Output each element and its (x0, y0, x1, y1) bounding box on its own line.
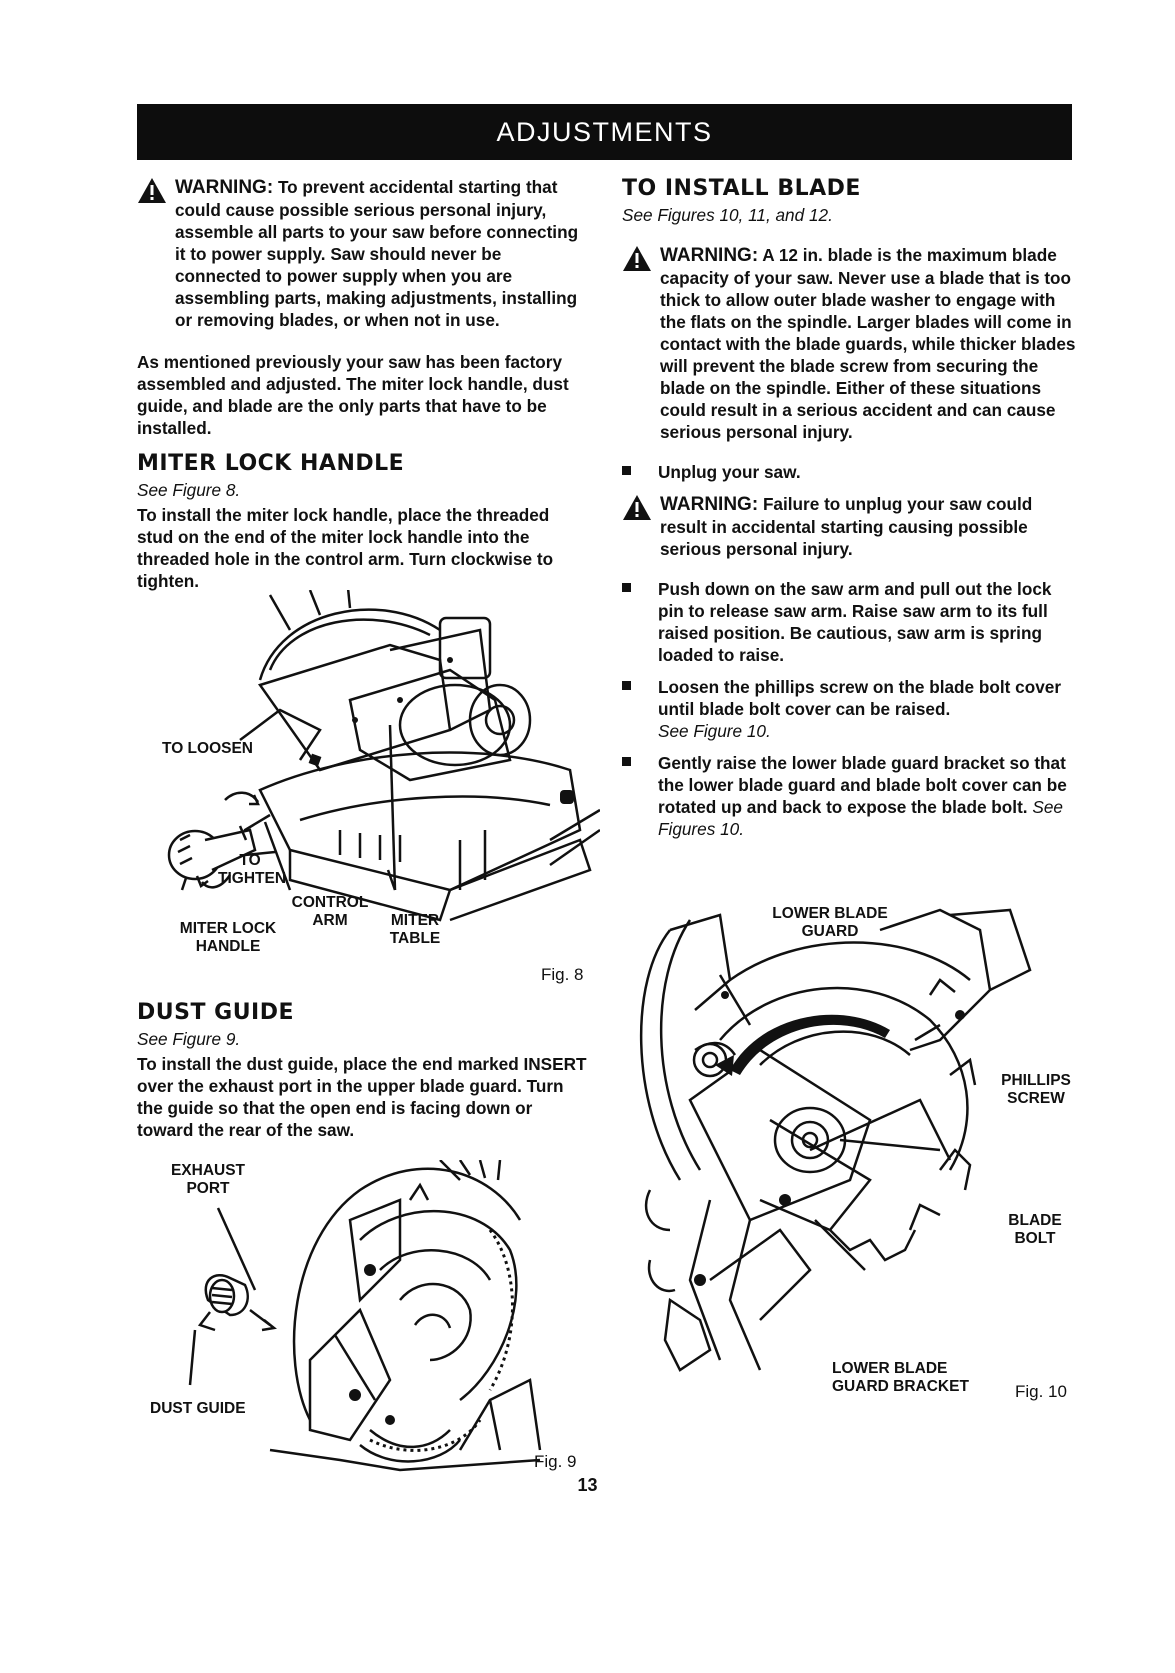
fig10-lower-blade-guard-label: LOWER BLADE GUARD (772, 905, 888, 940)
warning-label: WARNING: (175, 177, 274, 198)
fig8-to-loosen-label: TO LOOSEN (162, 740, 254, 757)
unplug-list: Unplug your saw. (622, 461, 1077, 483)
figure-9 (160, 1159, 580, 1480)
fig10-number: Fig. 10 (1015, 1382, 1067, 1401)
warning-block: WARNING: To prevent accidental starting … (137, 176, 589, 331)
fig8-number: Fig. 8 (541, 965, 584, 984)
left-column: WARNING: To prevent accidental starting … (137, 176, 589, 592)
fig9-number: Fig. 9 (534, 1452, 577, 1471)
unplug-warning-block: WARNING: Failure to unplug your saw coul… (622, 493, 1077, 560)
list-item: Loosen the phillips screw on the blade b… (622, 676, 1077, 742)
warning-triangle-icon (622, 245, 660, 277)
warning-label: WARNING: (660, 494, 759, 515)
section-title: ADJUSTMENTS (496, 116, 713, 147)
fig8-control-arm-label: CONTROL ARM (291, 894, 369, 929)
fig9-dust-guide-label: DUST GUIDE (150, 1400, 246, 1417)
install-see-figures: See Figures 10, 11, and 12. (622, 205, 833, 225)
page-number: 13 (577, 1475, 598, 1495)
figure-8 (150, 587, 601, 980)
blade-warning-block: WARNING: A 12 in. blade is the maximum b… (622, 244, 1077, 443)
list-item: Gently raise the lower blade guard brack… (622, 752, 1077, 840)
dust-guide-illustration (188, 1159, 542, 1472)
install-blade-heading: TO INSTALL BLADE (622, 176, 861, 201)
steps-list: Push down on the saw arm and pull out th… (622, 578, 1077, 840)
fig8-to-tighten-label: TO TIGHTEN (218, 852, 287, 887)
warning-text: To prevent accidental starting that coul… (175, 177, 579, 330)
miter-paragraph: To install the miter lock handle, place … (137, 505, 554, 591)
fig8-miter-lock-handle-label: MITER LOCK HANDLE (179, 920, 277, 955)
list-item: Push down on the saw arm and pull out th… (622, 578, 1077, 666)
fig10-blade-bolt-label: BLADE BOLT (1008, 1212, 1062, 1247)
fig10-phillips-screw-label: PHILLIPS SCREW (1001, 1072, 1071, 1107)
fig8-miter-table-label: MITER TABLE (389, 912, 441, 947)
fig10-lower-blade-guard-bracket-label: LOWER BLADE GUARD BRACKET (832, 1360, 969, 1395)
intro-paragraph: As mentioned previously your saw has bee… (137, 352, 569, 438)
warning-triangle-icon (137, 177, 175, 209)
right-column: TO INSTALL BLADE See Figures 10, 11, and… (622, 176, 1077, 850)
warning-triangle-icon (622, 494, 660, 526)
fig9-exhaust-port-label: EXHAUST PORT (170, 1162, 246, 1197)
warning-text: A 12 in. blade is the maximum blade capa… (660, 245, 1076, 442)
warning-text: Failure to unplug your saw could result … (660, 494, 1033, 559)
blade-guard-illustration (639, 908, 1032, 1372)
dust-paragraph: To install the dust guide, place the end… (137, 1054, 587, 1140)
dust-guide-section: DUST GUIDE See Figure 9. To install the … (137, 1000, 589, 1141)
miter-saw-illustration (167, 587, 601, 922)
list-item: Unplug your saw. (622, 461, 1077, 483)
miter-see-figure: See Figure 8. (137, 480, 241, 500)
insert-keyword: INSERT (523, 1054, 587, 1074)
figure-10 (610, 900, 1080, 1400)
section-banner: ADJUSTMENTS (137, 104, 1072, 160)
dust-see-figure: See Figure 9. (137, 1029, 241, 1049)
warning-label: WARNING: (660, 245, 759, 266)
dust-guide-heading: DUST GUIDE (137, 1000, 295, 1025)
miter-lock-heading: MITER LOCK HANDLE (137, 451, 405, 476)
